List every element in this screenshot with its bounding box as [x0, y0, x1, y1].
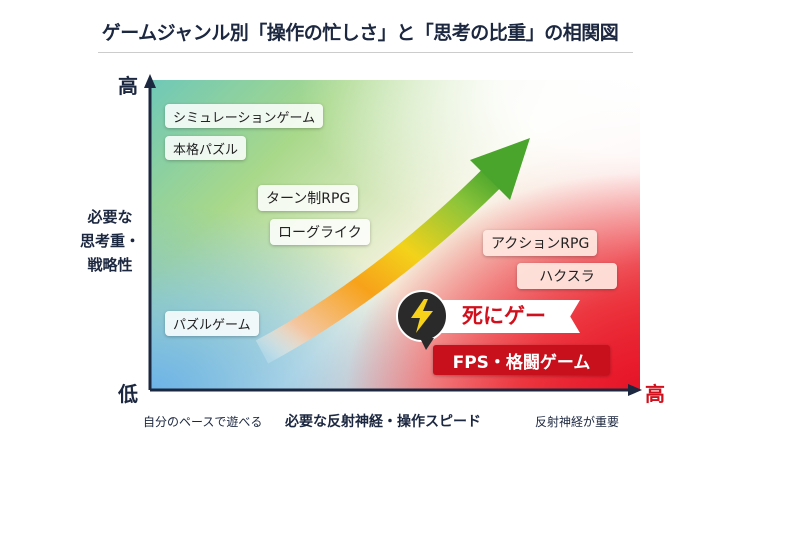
- x-axis-label: 必要な反射神経・操作スピード: [285, 414, 481, 430]
- trend-arrow-body: [255, 165, 505, 364]
- genre-puzzle-hard: 本格パズル: [165, 136, 247, 160]
- genre-roguelike: ローグライク: [270, 219, 370, 245]
- highlight-banner: 死にゲー: [440, 300, 580, 333]
- diagram-title: ゲームジャンル別「操作の忙しさ」と「思考の比重」の相関図: [101, 22, 619, 44]
- x-right-note: 反射神経が重要: [535, 415, 620, 429]
- genre-puzzle: パズルゲーム: [165, 311, 259, 336]
- genre-fps-fighting: FPS・格闘ゲーム: [433, 345, 610, 375]
- y-axis-low: 低: [118, 382, 138, 406]
- x-left-note: 自分のペースで遊べる: [143, 415, 263, 429]
- y-axis-high: 高: [118, 74, 138, 98]
- y-axis-label: 必要な 思考重・ 戦略性: [70, 205, 150, 277]
- x-axis-arrowhead: [628, 384, 642, 396]
- genre-turn-rpg: ターン制RPG: [258, 185, 359, 211]
- title-divider: [98, 52, 633, 53]
- trend-arrow-head: [470, 138, 530, 200]
- y-label-line: 戦略性: [87, 256, 133, 274]
- x-axis-high: 高: [645, 382, 665, 406]
- genre-action-rpg: アクションRPG: [483, 230, 598, 256]
- lightning-icon: [396, 290, 448, 342]
- speech-tail: [420, 338, 434, 350]
- genre-hackslash: ハクスラ: [517, 263, 617, 289]
- y-label-line: 思考重・: [79, 232, 140, 250]
- genre-simulation: シミュレーションゲーム: [165, 104, 324, 128]
- y-axis-arrowhead: [144, 74, 156, 88]
- y-label-line: 必要な: [87, 208, 133, 226]
